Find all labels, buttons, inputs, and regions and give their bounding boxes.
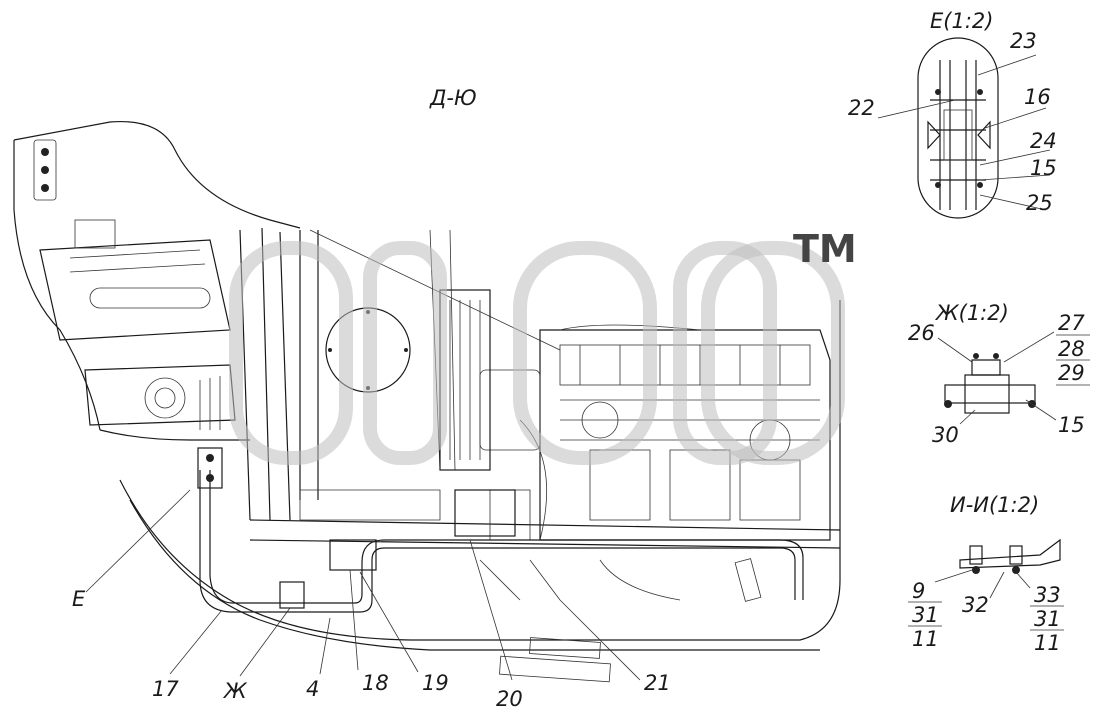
callout-4: 4 [306, 677, 319, 701]
callout-9: 9 [912, 579, 925, 603]
callout-11-a: 11 [912, 627, 939, 651]
callout-27: 27 [1058, 311, 1085, 335]
callout-23: 23 [1010, 29, 1037, 53]
callout-25: 25 [1026, 191, 1053, 215]
detail-e: Е(1:2) 22 23 16 24 15 25 [848, 9, 1057, 219]
cab-section [13, 120, 301, 441]
detail-i: И-И(1:2) 9 31 11 32 33 31 11 [908, 493, 1064, 655]
detail-e-title: Е(1:2) [930, 9, 993, 33]
callout-32: 32 [962, 593, 989, 617]
callout-e-ref: Е [72, 587, 86, 611]
callout-21: 21 [644, 671, 671, 695]
callout-30: 30 [932, 423, 959, 447]
callout-24: 24 [1030, 129, 1057, 153]
callout-15-e: 15 [1030, 156, 1057, 180]
callout-31-a: 31 [912, 603, 939, 627]
callout-17: 17 [152, 677, 179, 701]
callout-11-b: 11 [1034, 631, 1061, 655]
callout-zh-ref: Ж [222, 679, 248, 703]
callout-33: 33 [1034, 583, 1061, 607]
callout-19: 19 [422, 671, 449, 695]
trademark-mark: TM [793, 227, 857, 271]
callout-26: 26 [908, 321, 935, 345]
detail-zh: Ж(1:2) 26 27 28 29 30 15 [908, 301, 1090, 447]
radiator [439, 289, 491, 471]
callout-16: 16 [1024, 85, 1051, 109]
callout-28: 28 [1058, 337, 1085, 361]
callout-31-b: 31 [1034, 607, 1061, 631]
pipeline [197, 447, 804, 613]
watermark: TM [229, 227, 857, 465]
callout-22: 22 [848, 96, 875, 120]
callout-20: 20 [496, 687, 523, 711]
view-label: Д-Ю [429, 86, 477, 110]
detail-i-title: И-И(1:2) [950, 493, 1039, 517]
lower-parts [479, 558, 762, 683]
callout-18: 18 [362, 671, 389, 695]
callout-29: 29 [1058, 361, 1085, 385]
detail-zh-title: Ж(1:2) [934, 301, 1009, 325]
callout-15-zh: 15 [1058, 413, 1085, 437]
main-callouts: Е 17 Ж 4 18 19 20 21 [72, 489, 671, 711]
